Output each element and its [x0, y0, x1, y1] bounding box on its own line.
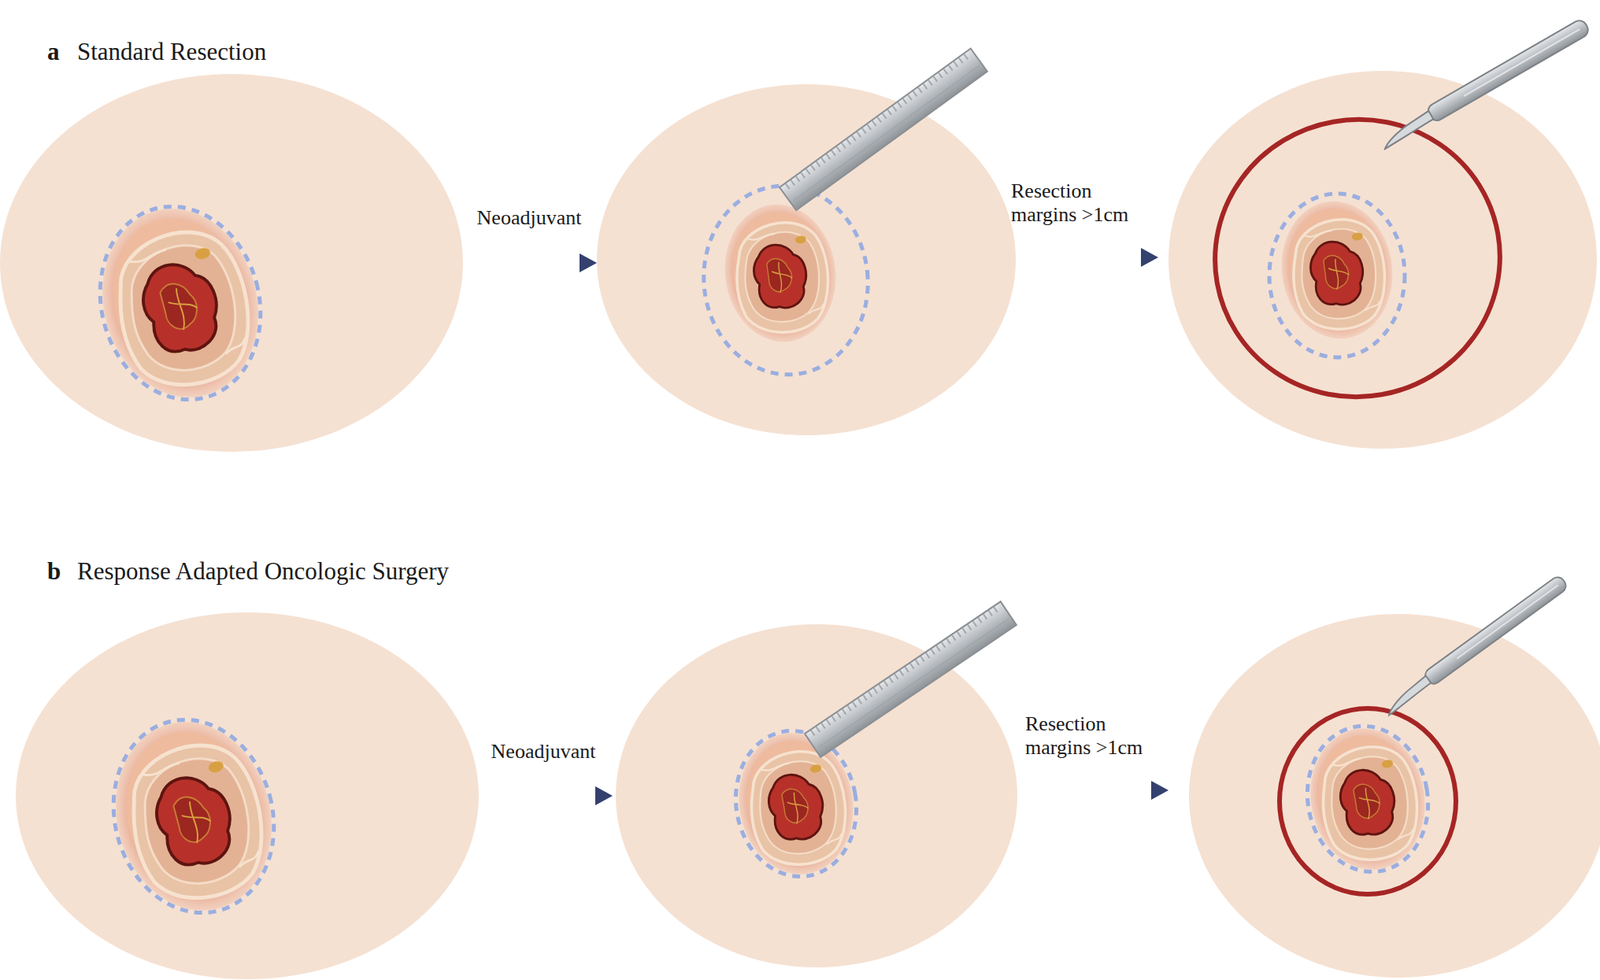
panel-letter: b: [47, 557, 61, 586]
arrow-label: Resection margins >1cm: [1025, 712, 1171, 760]
panel-title: Standard Resection: [77, 37, 267, 67]
arrow-label: Neoadjuvant: [477, 206, 582, 230]
panel-title: Response Adapted Oncologic Surgery: [77, 557, 449, 586]
panel-letter: a: [47, 37, 60, 67]
arrow-label: Resection margins >1cm: [1011, 179, 1157, 227]
arrow-label: Neoadjuvant: [491, 740, 597, 764]
